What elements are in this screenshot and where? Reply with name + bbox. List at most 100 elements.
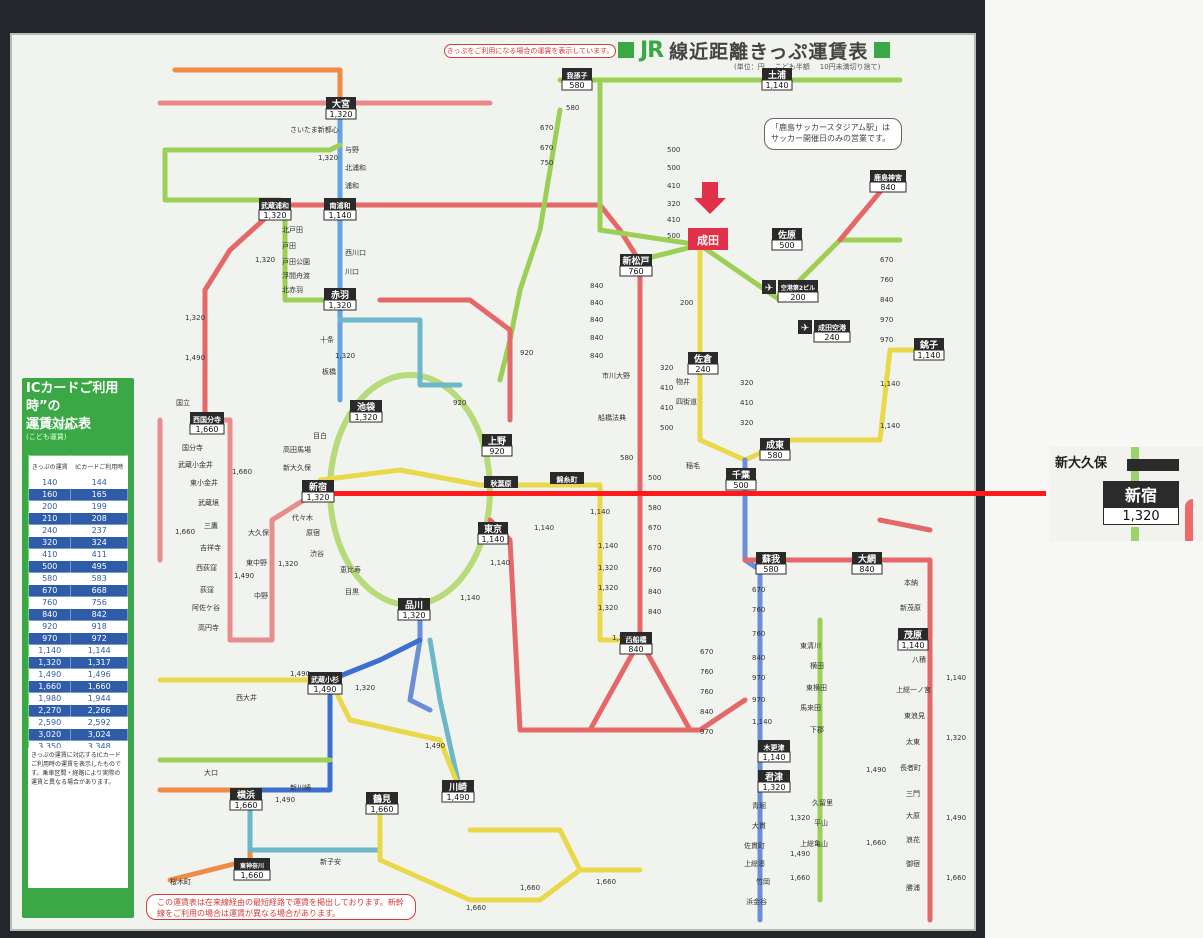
station-musashiurawa[interactable]: 武蔵浦和 1,320 [258, 198, 292, 221]
svg-text:840: 840 [628, 645, 643, 654]
station-kisarazu[interactable]: 木更津 1,140 [757, 740, 791, 763]
line-tsurumi-2 [467, 827, 583, 873]
svg-text:1,660: 1,660 [196, 425, 219, 434]
station-tsurumi[interactable]: 鶴見 1,660 [365, 792, 399, 815]
jr-logo: JR [640, 37, 664, 63]
station-sawara[interactable]: 佐原 500 [771, 228, 803, 251]
station-shinjuku[interactable]: 新宿 1,320 [301, 480, 335, 503]
svg-text:1,320: 1,320 [355, 413, 378, 422]
inset-station-box[interactable]: 新宿 1,320 [1103, 481, 1179, 527]
svg-text:240: 240 [824, 333, 839, 342]
label-toda: 戸田 [282, 242, 296, 250]
svg-text:410: 410 [660, 384, 673, 392]
station-ueno[interactable]: 上野 920 [481, 434, 513, 457]
station-kinshicho[interactable]: 錦糸町 [550, 472, 584, 484]
svg-text:武蔵小杉: 武蔵小杉 [311, 675, 339, 684]
svg-text:錦糸町: 錦糸町 [556, 475, 578, 484]
svg-text:670: 670 [540, 144, 553, 152]
station-nishikokubunji[interactable]: 西国分寺 1,660 [189, 412, 225, 435]
title-square-icon [618, 42, 634, 58]
svg-text:840: 840 [700, 708, 713, 716]
svg-text:840: 840 [880, 296, 893, 304]
svg-text:580: 580 [767, 451, 782, 460]
station-oami[interactable]: 大網 840 [851, 552, 883, 575]
station-abiko[interactable]: 我孫子 580 [561, 68, 593, 91]
station-akihabara[interactable]: 秋葉原 [484, 476, 518, 488]
line-tokaido [427, 637, 463, 793]
svg-text:1,320: 1,320 [612, 634, 632, 642]
station-higashikanagawa[interactable]: 東神奈川 1,660 [233, 858, 271, 881]
station-musashikosugi[interactable]: 武蔵小杉 1,490 [307, 672, 343, 695]
unit-row: (単位：円 こども半額 10円未満切り捨て) [734, 62, 944, 74]
svg-text:1,140: 1,140 [482, 535, 505, 544]
station-choshi[interactable]: 銚子 1,140 [913, 338, 945, 361]
svg-text:1,320: 1,320 [598, 604, 618, 612]
station-kimitsu[interactable]: 君津 1,320 [757, 770, 791, 793]
inset-line-red [1185, 499, 1193, 541]
station-naruto[interactable]: 成東 580 [759, 438, 791, 461]
station-soga[interactable]: 蘇我 580 [755, 552, 787, 575]
svg-text:土浦: 土浦 [768, 69, 786, 81]
station-kawasaki[interactable]: 川崎 1,490 [441, 780, 475, 803]
svg-text:840: 840 [590, 299, 603, 307]
station-tokyo[interactable]: 東京 1,140 [477, 522, 509, 545]
station-airport2[interactable]: 空港第2ビル 200 [777, 280, 819, 303]
svg-text:1,490: 1,490 [790, 850, 810, 858]
station-mobara[interactable]: 茂原 1,140 [897, 628, 929, 651]
label-higashinakano: 東中野 [246, 558, 267, 567]
line-uchibo [742, 457, 763, 923]
label-kokubunji: 国分寺 [182, 443, 203, 452]
svg-text:鹿島神宮: 鹿島神宮 [874, 173, 902, 182]
line-keihin-north [337, 317, 463, 388]
label-mikado: 三門 [906, 790, 920, 798]
fare-labels: 1,320 1,320 1,320 1,320 1,490 1,660 1,49… [175, 104, 966, 912]
station-ikebukuro[interactable]: 池袋 1,320 [349, 400, 383, 423]
station-minamiurawa[interactable]: 南浦和 1,140 [323, 198, 357, 221]
map-title: 線近距離きっぷ運賃表 [669, 40, 869, 63]
station-akabane[interactable]: 赤羽 1,320 [323, 288, 357, 311]
station-kashimajingu[interactable]: 鹿島神宮 840 [869, 170, 907, 193]
label-onjuku: 御宿 [906, 859, 920, 868]
label-ukimafunado: 浮間舟渡 [282, 271, 310, 280]
station-yokohama[interactable]: 横浜 1,660 [229, 788, 263, 811]
station-shinmatsudo[interactable]: 新松戸 760 [619, 254, 653, 277]
svg-text:410: 410 [660, 404, 673, 412]
svg-text:580: 580 [569, 81, 584, 90]
svg-text:670: 670 [700, 648, 713, 656]
station-narita-airport[interactable]: 成田空港 240 [813, 320, 851, 343]
station-chiba[interactable]: 千葉 500 [725, 468, 757, 491]
station-omiya[interactable]: 大宮 1,320 [325, 97, 357, 120]
svg-text:760: 760 [648, 566, 661, 574]
station-tsuchiura[interactable]: 土浦 1,140 [761, 68, 793, 91]
svg-text:1,660: 1,660 [790, 874, 810, 882]
label-higashikiyokawa: 東清川 [800, 641, 821, 650]
svg-text:鶴見: 鶴見 [373, 793, 391, 805]
svg-text:840: 840 [590, 352, 603, 360]
svg-text:200: 200 [790, 293, 805, 302]
label-kitaurawa: 北浦和 [345, 163, 366, 172]
svg-text:840: 840 [880, 183, 895, 192]
pointer-line [334, 491, 1046, 496]
label-ebisu: 恵比寿 [340, 565, 361, 574]
station-shinagawa[interactable]: 品川 1,320 [397, 598, 431, 621]
svg-text:1,320: 1,320 [403, 611, 426, 620]
svg-text:580: 580 [648, 504, 661, 512]
title-square-icon-right [874, 42, 891, 58]
svg-text:東京: 東京 [484, 523, 502, 535]
label-kazusaminato: 上総湊 [744, 859, 765, 868]
station-narita[interactable]: 成田 [688, 182, 728, 250]
svg-text:580: 580 [566, 104, 579, 112]
station-sakura[interactable]: 佐倉 240 [687, 352, 719, 375]
svg-text:西国分寺: 西国分寺 [193, 415, 221, 424]
station-nishifunabashi[interactable]: 西船橋 840 [619, 632, 653, 655]
svg-text:750: 750 [540, 159, 553, 167]
svg-text:秋葉原: 秋葉原 [491, 479, 512, 488]
svg-text:200: 200 [680, 299, 693, 307]
label-yoyogi: 代々木 [292, 513, 313, 522]
svg-text:1,320: 1,320 [264, 211, 287, 220]
label-kunitachi: 国立 [176, 398, 190, 407]
line-chuo-rapid [202, 417, 323, 643]
svg-text:760: 760 [880, 276, 893, 284]
